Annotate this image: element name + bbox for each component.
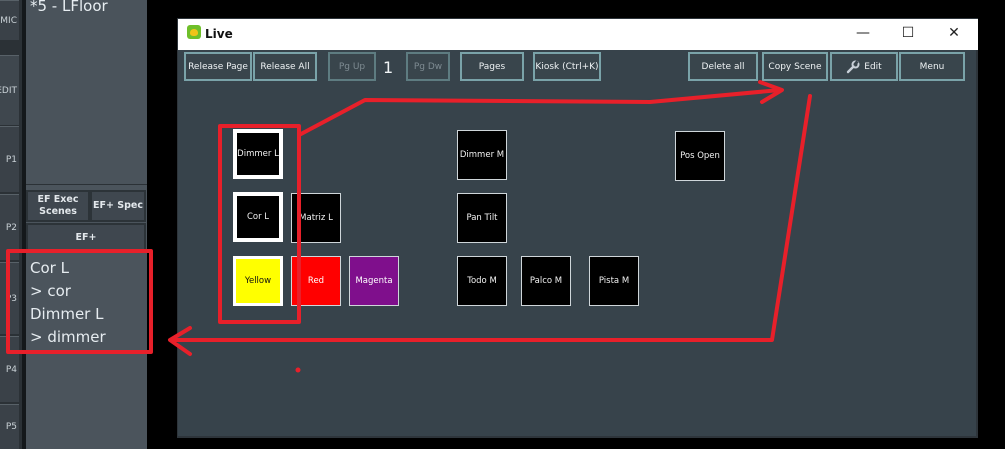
side-tab-label: P5: [5, 422, 17, 432]
page-down-button[interactable]: Pg Dw: [406, 52, 450, 81]
cue-cor-l[interactable]: Cor L: [233, 192, 283, 242]
side-tab-p3[interactable]: P3: [0, 262, 19, 334]
side-tab-p1[interactable]: P1: [0, 126, 19, 192]
info-line-attribute: > dimmer: [30, 328, 106, 346]
cue-matriz-l[interactable]: Matriz L: [291, 193, 341, 243]
close-icon[interactable]: ✕: [948, 25, 960, 41]
delete-all-button[interactable]: Delete all: [688, 52, 758, 81]
cue-pos-open[interactable]: Pos Open: [675, 131, 725, 181]
cue-pan-tilt[interactable]: Pan Tilt: [457, 193, 507, 243]
maximize-icon[interactable]: ☐: [901, 25, 915, 41]
info-line-attribute: > cor: [30, 282, 71, 300]
kiosk-button[interactable]: Kiosk (Ctrl+K): [533, 52, 601, 81]
ef-exec-scenes-button[interactable]: EF Exec Scenes: [26, 190, 90, 222]
app-logo-icon: [187, 25, 201, 39]
page-number: 1: [383, 58, 394, 77]
panel-separator: [22, 0, 26, 449]
side-tab-label: EDIT: [0, 85, 17, 96]
info-line-channel: Cor L: [30, 259, 69, 277]
release-page-button[interactable]: Release Page: [184, 52, 252, 81]
side-tab-label: MIC: [0, 15, 17, 26]
edit-label: Edit: [864, 61, 882, 72]
cue-todo-m[interactable]: Todo M: [457, 256, 507, 306]
side-tab-p5[interactable]: P5: [0, 404, 19, 449]
side-tab-mic[interactable]: MIC: [0, 0, 19, 40]
release-all-button[interactable]: Release All: [253, 52, 317, 81]
side-tab-label: P1: [5, 154, 17, 165]
info-line-channel: Dimmer L: [30, 305, 104, 323]
cue-pista-m[interactable]: Pista M: [589, 256, 639, 306]
side-tab-label: P2: [5, 222, 17, 233]
side-tab-label: P4: [5, 364, 17, 375]
pages-button[interactable]: Pages: [460, 52, 524, 81]
menu-button[interactable]: Menu: [899, 52, 965, 81]
side-tab-edit[interactable]: EDIT: [0, 55, 19, 125]
scene-title: *5 - LFloor: [30, 0, 108, 15]
live-titlebar[interactable]: [178, 19, 978, 50]
side-tab-p4[interactable]: P4: [0, 336, 19, 402]
cue-magenta[interactable]: Magenta: [349, 256, 399, 306]
minimize-icon[interactable]: —: [856, 25, 870, 41]
side-tab-label: P3: [5, 293, 17, 304]
cue-palco-m[interactable]: Palco M: [521, 256, 571, 306]
window-title: Live: [205, 27, 233, 41]
cue-dimmer-l[interactable]: Dimmer L: [233, 129, 283, 179]
wrench-icon: [847, 59, 860, 73]
edit-button[interactable]: Edit: [830, 52, 898, 81]
cue-dimmer-m[interactable]: Dimmer M: [457, 130, 507, 180]
side-tab-p2[interactable]: P2: [0, 194, 19, 260]
cue-red[interactable]: Red: [291, 256, 341, 306]
ef-plus-spec-button[interactable]: EF+ Spec: [90, 190, 146, 222]
live-client-area: [178, 50, 976, 436]
ef-plus-button[interactable]: EF+: [26, 223, 146, 253]
page-up-button[interactable]: Pg Up: [328, 52, 376, 81]
cue-yellow[interactable]: Yellow: [233, 256, 283, 306]
copy-scene-button[interactable]: Copy Scene: [762, 52, 828, 81]
scene-header-panel: [26, 0, 147, 185]
